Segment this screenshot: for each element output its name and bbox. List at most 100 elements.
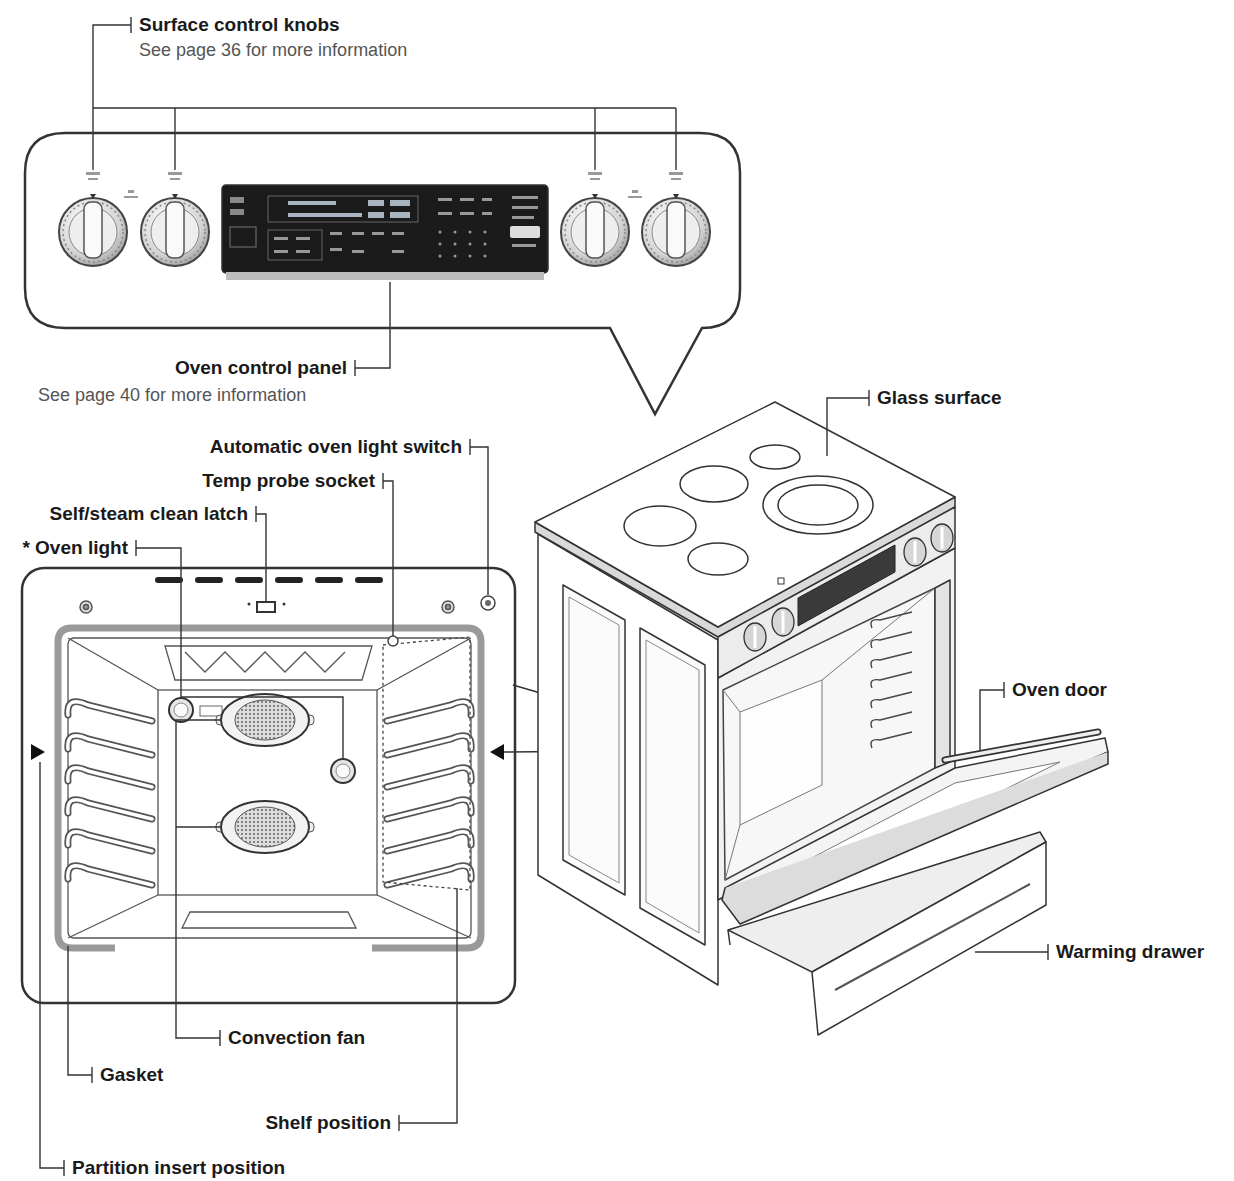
- callout-label: Shelf position: [265, 1111, 391, 1135]
- control-display: [454, 243, 457, 246]
- control-display: [226, 272, 544, 280]
- cooktop-burner: [624, 506, 696, 546]
- panel-bubble: [25, 133, 740, 414]
- leader-line: [68, 946, 92, 1083]
- shelf-rung: [387, 702, 471, 885]
- control-display: [392, 232, 404, 235]
- range-knob: [772, 608, 794, 636]
- oven-light: [331, 759, 355, 783]
- control-display: [222, 185, 548, 273]
- callout-label: Oven door: [1012, 678, 1107, 702]
- surface-knob: [141, 194, 209, 266]
- control-display: [469, 255, 472, 258]
- oven-light: [174, 703, 188, 717]
- control-display: [296, 237, 310, 240]
- control-display: [482, 212, 492, 215]
- vent-slot: [155, 577, 183, 583]
- leader-line: [399, 888, 457, 1131]
- control-display: [268, 196, 418, 222]
- leader-line: [383, 473, 393, 636]
- cooktop-burner: [680, 466, 748, 502]
- range-knob: [941, 527, 944, 549]
- glass-cooktop: [535, 402, 955, 627]
- vent-slot: [355, 577, 383, 583]
- rack-support: [871, 652, 912, 668]
- range-knob: [914, 541, 917, 563]
- control-display: [460, 212, 474, 215]
- tiny-knob-marks: [168, 172, 182, 175]
- warming-drawer: [812, 842, 1046, 1035]
- warming-drawer: [728, 930, 730, 945]
- probe-socket: [388, 636, 398, 646]
- control-display: [392, 250, 404, 253]
- callout-label: Glass surface: [877, 386, 1002, 410]
- oven-interior-zoom: [22, 568, 515, 1003]
- control-display: [296, 250, 310, 253]
- glass-cooktop: [535, 402, 955, 678]
- leader-line: [980, 682, 1004, 750]
- range-knob: [744, 623, 766, 651]
- range-body: [725, 825, 740, 880]
- tiny-knob-marks: [88, 178, 98, 180]
- oven-cavity: [200, 706, 222, 716]
- leader-line: [136, 540, 343, 759]
- clean-latch: [257, 602, 275, 612]
- screw: [80, 601, 92, 613]
- callout-label: Self/steam clean latch: [49, 502, 248, 526]
- oven-door: [945, 732, 1098, 760]
- convection-fan: [221, 801, 309, 853]
- range-body: [640, 628, 705, 945]
- light-switch: [481, 596, 495, 610]
- surface-knob: [59, 194, 127, 266]
- screw: [84, 605, 89, 610]
- range-body: [646, 640, 699, 933]
- control-display: [512, 206, 538, 209]
- callout-label: Partition insert position: [72, 1156, 285, 1180]
- control-display: [510, 226, 540, 238]
- leader-line: [256, 506, 266, 601]
- tiny-knob-marks: [632, 190, 638, 193]
- oven-light: [169, 698, 355, 783]
- tiny-knob-marks: [170, 178, 180, 180]
- control-display: [484, 255, 487, 258]
- screw: [442, 601, 454, 613]
- partition-arrow: [490, 744, 504, 760]
- control-display: [352, 232, 364, 235]
- callout-label: Automatic oven light switch: [210, 435, 462, 459]
- tiny-knob-marks: [86, 172, 100, 175]
- range-body: [935, 580, 950, 768]
- control-display: [372, 232, 384, 235]
- control-display: [268, 230, 322, 260]
- shelf-rung: [68, 702, 152, 885]
- leader-line: [40, 762, 64, 1176]
- vent-slot: [315, 577, 343, 583]
- oven-cavity: [68, 895, 158, 938]
- door-gasket: [58, 628, 481, 948]
- convection-fan: [216, 694, 314, 853]
- leader-line: [975, 944, 1048, 960]
- oven-interior-zoom: [22, 568, 515, 1003]
- control-display: [439, 243, 442, 246]
- shelf-position-outline: [383, 637, 470, 890]
- callout-label: Convection fan: [228, 1026, 365, 1050]
- control-display: [482, 198, 492, 201]
- callout-label: Warming drawer: [1056, 940, 1204, 964]
- range-body: [740, 680, 822, 825]
- convection-fan: [235, 700, 295, 740]
- rack-support: [871, 712, 912, 728]
- control-display: [469, 231, 472, 234]
- range-knob: [744, 524, 953, 651]
- cooktop-burner: [688, 543, 748, 575]
- control-display: [230, 197, 244, 203]
- oven-light: [336, 764, 350, 778]
- partition-arrow: [31, 744, 45, 760]
- oven-cavity: [182, 912, 356, 928]
- range-knob: [904, 538, 926, 566]
- control-display: [368, 200, 384, 206]
- leader-line: [93, 17, 676, 170]
- control-display: [439, 255, 442, 258]
- control-display: [512, 244, 536, 247]
- control-display: [274, 250, 288, 253]
- shelf-rung: [387, 702, 471, 885]
